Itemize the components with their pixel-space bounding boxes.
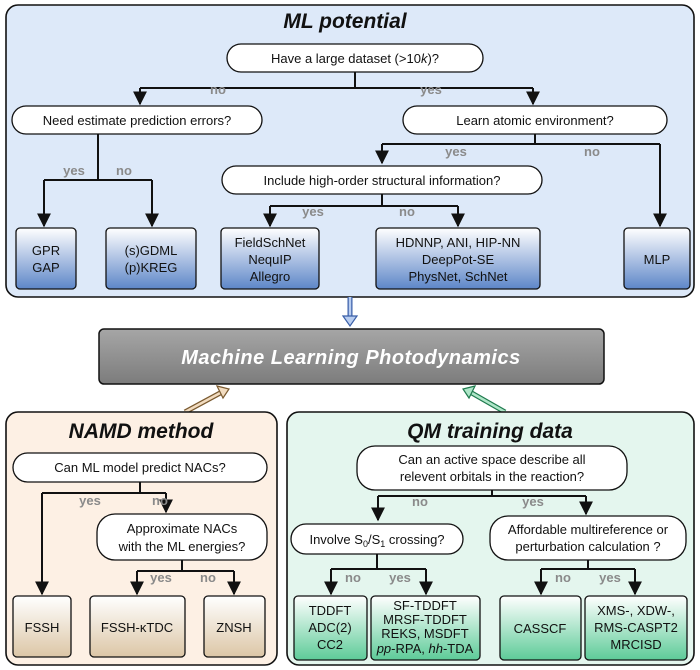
leaf-tddft-line1: TDDFT — [309, 603, 352, 618]
leaf-hdnnp-line1: HDNNP, ANI, HIP-NN — [396, 235, 521, 250]
leaf-xms — [584, 595, 688, 661]
leaf-gpr-gap-line1: GPR — [32, 243, 60, 258]
label-yes-highorder: yes — [302, 204, 324, 219]
leaf-xms-line2: RMS-CASPT2 — [594, 620, 678, 635]
label-no-dataset: no — [210, 82, 226, 97]
connector-nacs — [42, 482, 166, 494]
leaf-casscf — [499, 595, 582, 661]
label-yes-nacs: yes — [79, 493, 101, 508]
question-large-dataset-text: Have a large dataset (>10k)? — [271, 51, 439, 66]
leaf-znsh — [203, 595, 266, 658]
label-no-errors: no — [116, 163, 132, 178]
label-no-nacs: no — [152, 493, 168, 508]
arrow-ml-to-central — [341, 297, 359, 328]
leaf-fssh-ktdc-text: FSSH-κTDC — [101, 620, 173, 635]
arrow-qm-to-central — [462, 385, 507, 415]
leaf-fssh — [12, 595, 72, 658]
leaf-sftddft-line1: SF-TDDFT — [393, 598, 457, 613]
leaf-sftddft-line3: REKS, MSDFT — [381, 626, 468, 641]
leaf-fssh-ktdc — [89, 595, 186, 658]
leaf-gdml-kreg-line2: (p)KREG — [125, 260, 178, 275]
leaf-fieldschnet-line3: Allegro — [250, 269, 290, 284]
label-no-approx: no — [200, 570, 216, 585]
label-no-highorder: no — [399, 204, 415, 219]
question-prediction-errors-text: Need estimate prediction errors? — [43, 113, 232, 128]
central-box — [98, 328, 605, 385]
leaf-sftddft-line2: MRSF-TDDFT — [383, 612, 467, 627]
leaf-hdnnp-line3: PhysNet, SchNet — [409, 269, 508, 284]
leaf-mlp-text: MLP — [644, 252, 671, 267]
label-yes-active: yes — [522, 494, 544, 509]
label-no-afford: no — [555, 570, 571, 585]
question-active-space-line1: Can an active space describe all — [398, 452, 585, 467]
leaf-znsh-text: ZNSH — [216, 620, 251, 635]
leaf-xms-line1: XMS-, XDW-, — [597, 603, 675, 618]
leaf-gpr-gap — [15, 227, 77, 290]
leaf-mlp — [623, 227, 691, 290]
label-yes-errors: yes — [63, 163, 85, 178]
connector-afford — [541, 560, 635, 570]
leaf-xms-line3: MRCISD — [610, 637, 661, 652]
leaf-hdnnp-line2: DeepPot-SE — [422, 252, 495, 267]
question-predict-nacs-text: Can ML model predict NACs? — [54, 460, 225, 475]
label-no-active: no — [412, 494, 428, 509]
namd-panel-title: NAMD method — [69, 420, 215, 443]
label-yes-afford: yes — [599, 570, 621, 585]
leaf-gpr-gap-line2: GAP — [32, 260, 59, 275]
leaf-tddft-line2: ADC(2) — [308, 620, 351, 635]
question-prediction-errors — [11, 105, 263, 135]
leaf-fieldschnet-line2: NequIP — [248, 252, 291, 267]
qm-panel-title: QM training data — [407, 420, 573, 443]
label-no-involve: no — [345, 570, 361, 585]
connector-active — [378, 490, 586, 497]
question-approximate-nacs-line2: with the ML energies? — [118, 539, 246, 554]
leaf-fieldschnet-line1: FieldSchNet — [235, 235, 306, 250]
leaf-tddft-line3: CC2 — [317, 637, 343, 652]
label-no-atomic: no — [584, 144, 600, 159]
leaf-fieldschnet — [220, 227, 320, 290]
question-high-order-text: Include high-order structural informatio… — [263, 173, 500, 188]
leaf-hdnnp — [375, 227, 541, 290]
ml-panel-title: ML potential — [283, 10, 407, 33]
label-yes-involve: yes — [389, 570, 411, 585]
question-involve-crossing-text: Involve S0/S1 crossing? — [309, 532, 444, 549]
connector-atomic — [382, 134, 660, 145]
connector-errors — [44, 134, 152, 181]
question-approximate-nacs-line1: Approximate NACs — [127, 521, 238, 536]
connector-approx — [137, 560, 234, 572]
connector-highorder — [270, 194, 458, 207]
question-active-space-line2: relevent orbitals in the reaction? — [400, 469, 584, 484]
label-yes-dataset: yes — [420, 82, 442, 97]
leaf-sftddft-line4: pp-RPA, hh-TDA — [376, 641, 474, 656]
arrow-namd-to-central — [183, 385, 230, 415]
leaf-gdml-kreg — [105, 227, 197, 290]
leaf-casscf-text: CASSCF — [514, 621, 567, 636]
question-atomic-environment-text: Learn atomic environment? — [456, 113, 614, 128]
label-yes-atomic: yes — [445, 144, 467, 159]
leaf-gdml-kreg-line1: (s)GDML — [125, 243, 178, 258]
label-yes-approx: yes — [150, 570, 172, 585]
question-affordable-line2: perturbation calculation ? — [515, 539, 660, 554]
central-title: Machine Learning Photodynamics — [181, 347, 521, 369]
connector-dataset — [140, 72, 533, 89]
leaf-tddft — [293, 595, 368, 661]
question-affordable-line1: Affordable multireference or — [508, 522, 669, 537]
leaf-sftddft — [370, 595, 481, 661]
connector-involve — [331, 554, 426, 570]
leaf-fssh-text: FSSH — [25, 620, 60, 635]
